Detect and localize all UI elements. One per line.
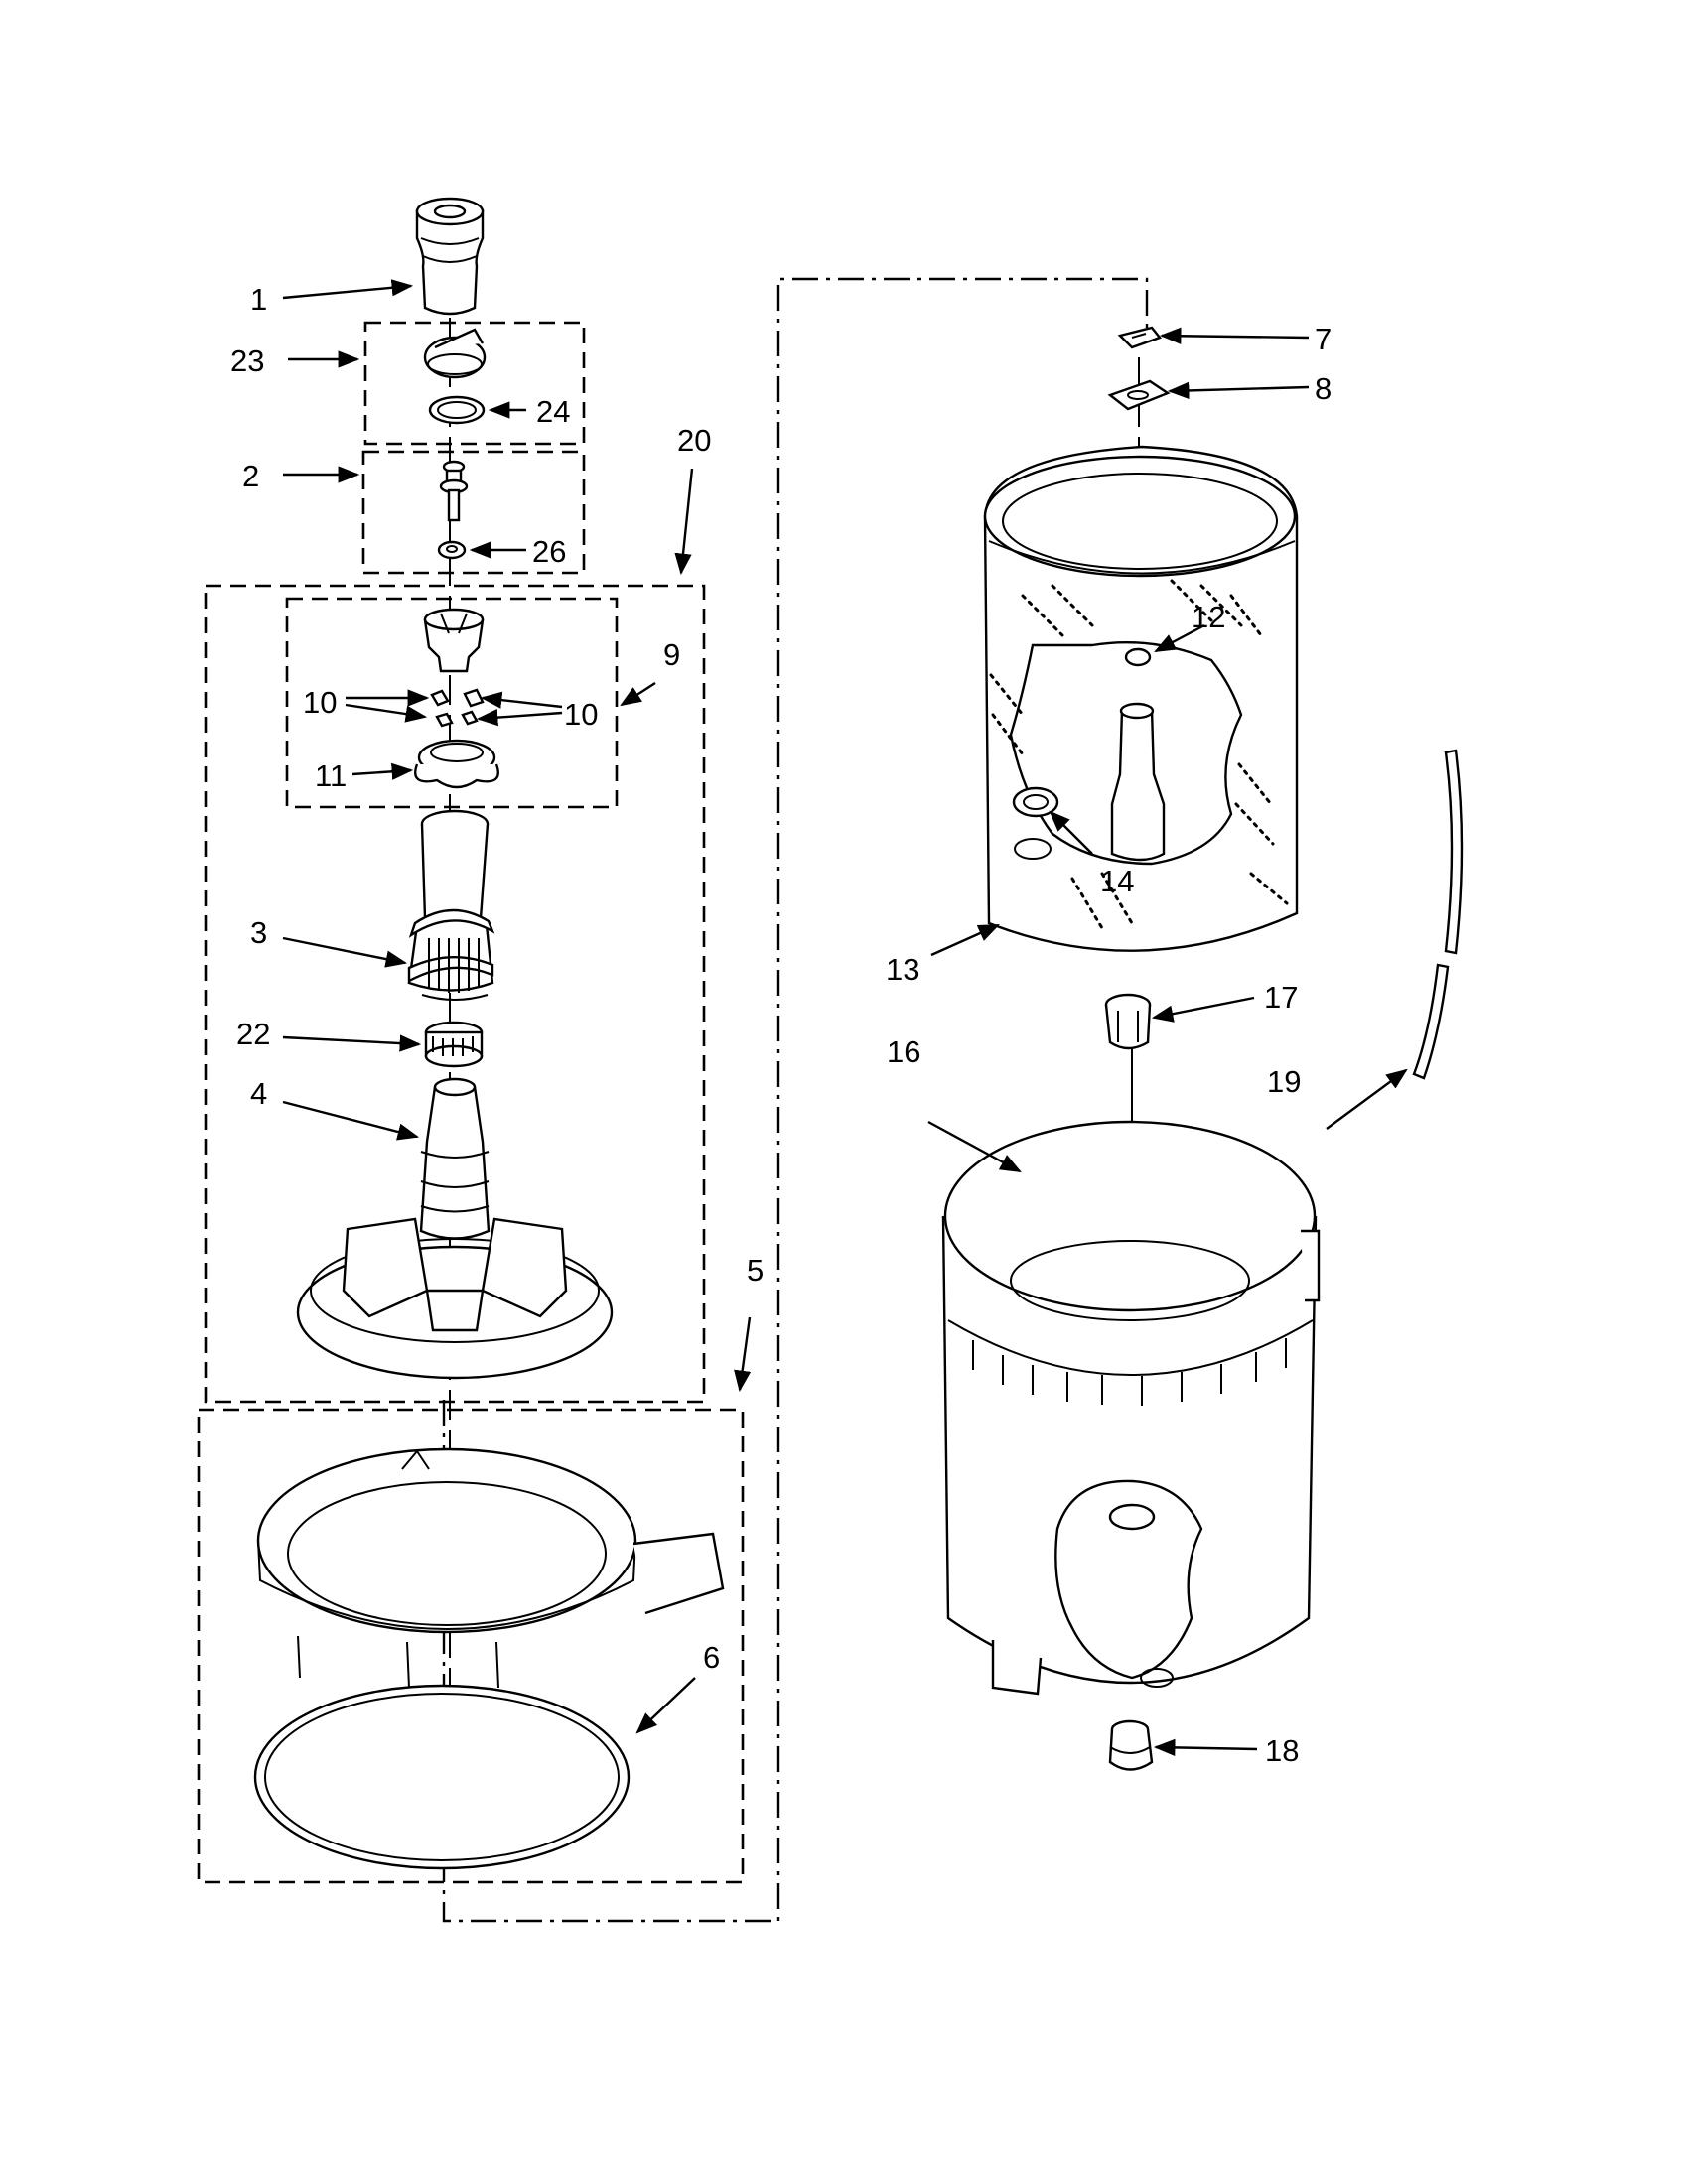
tub-drain-fitting xyxy=(1108,1719,1154,1771)
leader-lines xyxy=(282,279,1408,1757)
callout-12: 12 xyxy=(1192,600,1225,634)
group-box-9 xyxy=(285,597,619,809)
callout-10-left: 10 xyxy=(303,685,337,720)
clip-plate xyxy=(1107,379,1171,411)
one-way-clutch xyxy=(424,1021,484,1068)
callout-9: 9 xyxy=(663,637,680,672)
overflow-hose xyxy=(1412,749,1464,1080)
callout-8: 8 xyxy=(1315,371,1332,406)
agitator-bolt xyxy=(439,460,469,522)
callout-5: 5 xyxy=(747,1253,764,1288)
group-box-20 xyxy=(204,584,706,1404)
callout-18: 18 xyxy=(1265,1733,1299,1768)
callout-26: 26 xyxy=(532,534,566,569)
callout-14: 14 xyxy=(1100,864,1134,898)
callout-13: 13 xyxy=(886,952,919,987)
callout-19: 19 xyxy=(1267,1064,1301,1099)
callout-11: 11 xyxy=(315,758,347,793)
callout-23: 23 xyxy=(230,343,264,378)
tub-seal-ring xyxy=(253,1635,631,1870)
group-box-5 xyxy=(197,1408,745,1884)
callout-10-right: 10 xyxy=(564,697,598,732)
outer-tub xyxy=(941,1120,1321,1696)
agitator-cap xyxy=(423,328,487,379)
agitator-dogs xyxy=(430,688,485,728)
spin-basket xyxy=(983,445,1299,952)
callout-4: 4 xyxy=(250,1076,267,1111)
tub-ring xyxy=(256,1447,725,1634)
o-ring xyxy=(428,395,486,425)
agitator-cam xyxy=(414,739,499,789)
fabric-softener-dispenser xyxy=(415,197,485,316)
tub-bearing xyxy=(1104,993,1152,1050)
callout-24: 24 xyxy=(536,394,570,429)
agitator-drive-block xyxy=(423,608,485,673)
callout-3: 3 xyxy=(250,915,267,950)
callout-20: 20 xyxy=(677,423,711,458)
group-box-2 xyxy=(361,450,586,575)
upper-agitator-auger xyxy=(407,809,495,1001)
retaining-clip xyxy=(1117,326,1162,349)
callout-7: 7 xyxy=(1315,322,1332,356)
hub-seal xyxy=(1012,786,1059,860)
callout-1: 1 xyxy=(250,282,267,317)
bolt-washer xyxy=(437,540,467,560)
callout-22: 22 xyxy=(236,1017,270,1051)
lower-agitator xyxy=(296,1077,614,1380)
callout-2: 2 xyxy=(242,459,259,493)
group-box-23 xyxy=(363,321,586,446)
callout-16: 16 xyxy=(887,1034,920,1069)
callout-17: 17 xyxy=(1264,980,1298,1015)
callout-6: 6 xyxy=(703,1640,720,1675)
